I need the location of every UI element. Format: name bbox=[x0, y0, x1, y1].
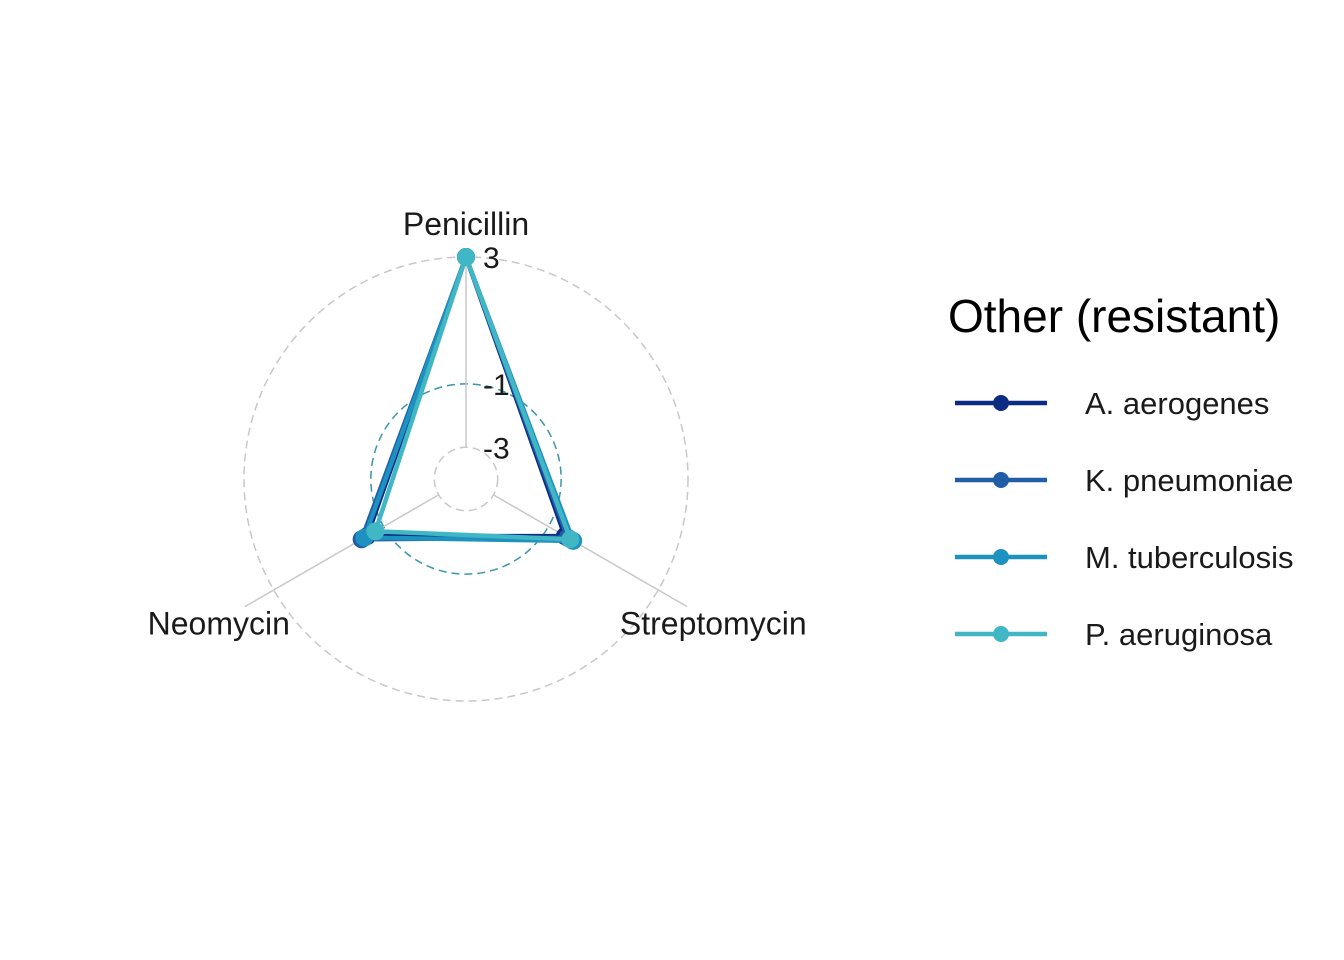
legend-item: A. aerogenes bbox=[955, 386, 1269, 421]
axis-label: Penicillin bbox=[403, 206, 529, 242]
tick-label: 3 bbox=[483, 242, 500, 275]
axis-spoke bbox=[244, 494, 439, 608]
data-point bbox=[366, 522, 385, 541]
legend-key-point bbox=[993, 472, 1009, 488]
data-point bbox=[457, 248, 475, 266]
axis-label: Neomycin bbox=[148, 605, 290, 641]
axis-label: Streptomycin bbox=[620, 605, 807, 641]
legend: Other (resistant) A. aerogenes K. pneumon… bbox=[948, 290, 1294, 652]
tick-label: -3 bbox=[483, 432, 510, 465]
radial-ticks: 3 -1 -3 bbox=[483, 242, 510, 465]
legend-label: K. pneumoniae bbox=[1085, 463, 1294, 498]
legend-item: P. aeruginosa bbox=[955, 617, 1273, 652]
tick-label: -1 bbox=[483, 369, 510, 402]
axis-spoke bbox=[493, 494, 688, 608]
series-line bbox=[359, 254, 570, 542]
legend-label: M. tuberculosis bbox=[1085, 540, 1293, 575]
legend-label: P. aeruginosa bbox=[1085, 617, 1273, 652]
legend-item: M. tuberculosis bbox=[955, 540, 1293, 575]
series-line bbox=[362, 254, 576, 544]
series-line bbox=[373, 254, 573, 542]
legend-key-point bbox=[993, 626, 1009, 642]
data-point bbox=[561, 530, 580, 549]
legend-key-point bbox=[993, 549, 1009, 565]
legend-label: A. aerogenes bbox=[1085, 386, 1269, 421]
legend-key-point bbox=[993, 395, 1009, 411]
legend-item: K. pneumoniae bbox=[955, 463, 1294, 498]
radar-series bbox=[352, 248, 583, 550]
legend-title: Other (resistant) bbox=[948, 290, 1280, 342]
